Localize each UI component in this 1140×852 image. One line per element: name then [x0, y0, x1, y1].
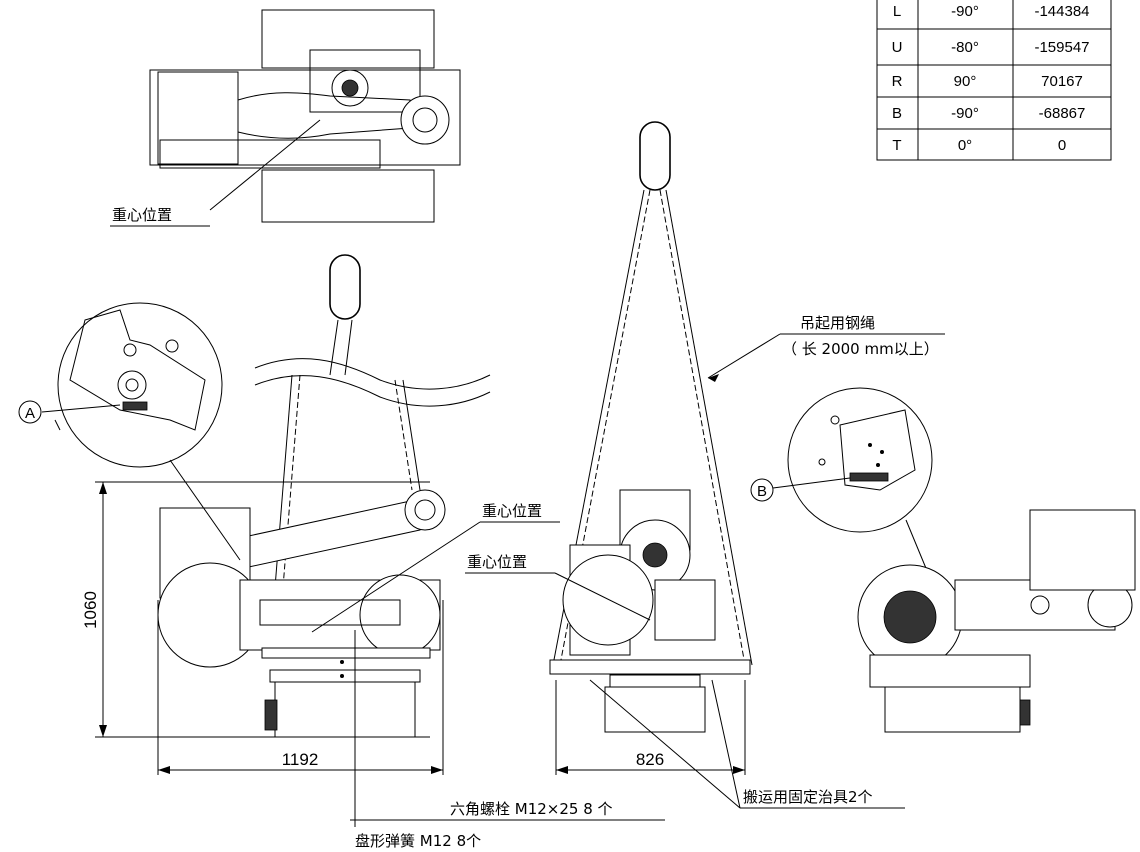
- front-view: 重心位置 吊起用钢绳 （ 长 2000 mm以上） 826: [465, 121, 945, 775]
- dim-height: 1060: [81, 591, 100, 629]
- table-row-3-axis: R: [892, 73, 903, 90]
- table-row-1-axis: L: [893, 3, 901, 20]
- table-row-2-axis: U: [892, 39, 903, 56]
- bolt-label: 六角螺栓 M12×25 8 个: [450, 800, 613, 818]
- table-row-5-angle: 0°: [958, 137, 972, 154]
- detail-b-marker: B: [757, 483, 767, 500]
- sling-note: （ 长 2000 mm以上）: [782, 340, 939, 358]
- table-row-5-axis: T: [892, 137, 901, 154]
- cog-label-front: 重心位置: [467, 553, 527, 571]
- cog-label-top: 重心位置: [112, 206, 172, 224]
- table-row-2-value: -159547: [1034, 39, 1089, 56]
- sling-title: 吊起用钢绳: [800, 314, 875, 332]
- table-row-4-angle: -90°: [951, 105, 979, 122]
- table-row-4-axis: B: [892, 105, 902, 122]
- rear-view: B: [750, 387, 1136, 733]
- position-table: L -90° -144384 U -80° -159547 R 90° 7016…: [876, 0, 1112, 161]
- top-view: 重心位置: [110, 9, 461, 227]
- table-row-4-value: -68867: [1039, 105, 1086, 122]
- table-row-3-value: 70167: [1041, 73, 1083, 90]
- dim-width-side: 1192: [282, 750, 319, 769]
- cog-label-side: 重心位置: [482, 502, 542, 520]
- washer-label: 盘形弹簧 M12 8个: [355, 832, 481, 850]
- fixture-label: 搬运用固定治具2个: [743, 788, 873, 806]
- bottom-callouts: 六角螺栓 M12×25 8 个 盘形弹簧 M12 8个 搬运用固定治具2个: [350, 630, 905, 850]
- table-row-2-angle: -80°: [951, 39, 979, 56]
- table-row-3-angle: 90°: [954, 73, 977, 90]
- dim-width-front: 826: [636, 750, 664, 769]
- table-row-1-angle: -90°: [951, 3, 979, 20]
- table-row-1-value: -144384: [1034, 3, 1089, 20]
- table-row-5-value: 0: [1058, 137, 1066, 154]
- side-view: A 重心位置 1060 1192: [18, 254, 560, 775]
- detail-a-marker: A: [25, 405, 35, 422]
